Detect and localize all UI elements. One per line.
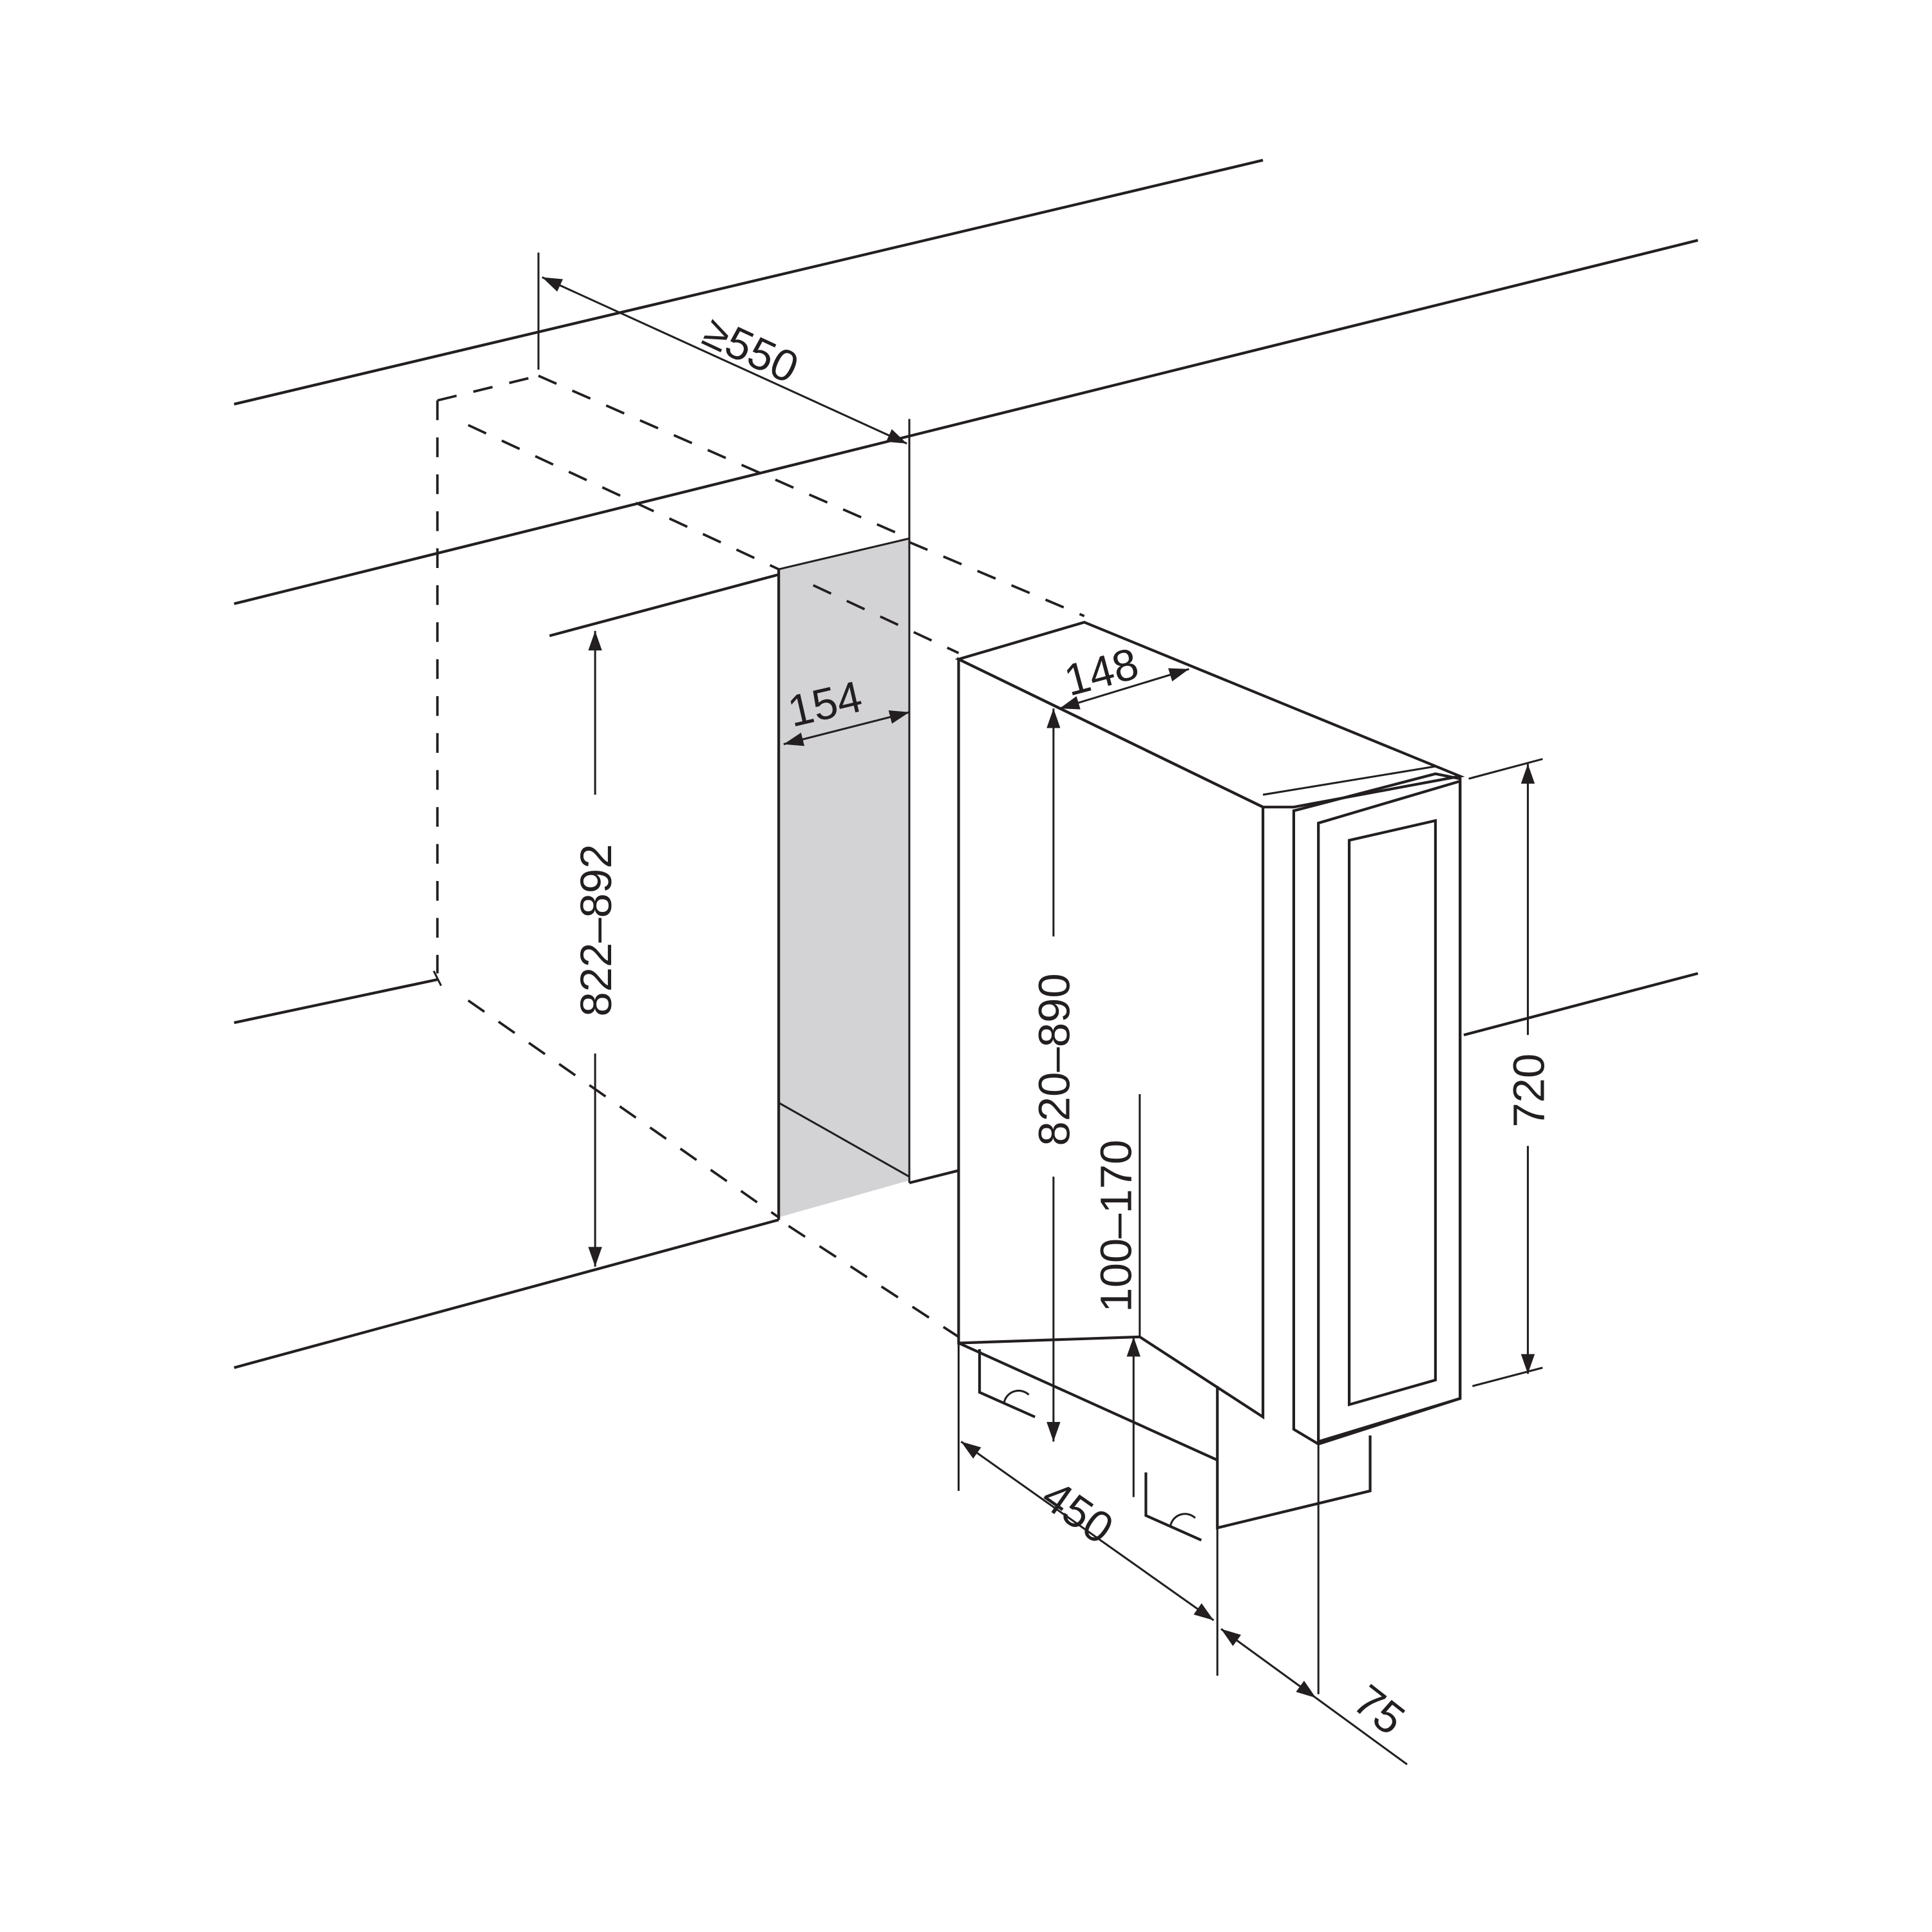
depth-min-label: ≥550 bbox=[696, 307, 806, 393]
plinth bbox=[1216, 1386, 1372, 1530]
hidden-depth-top-2 bbox=[468, 424, 779, 571]
dimension-depth-min: ≥550 bbox=[537, 252, 907, 445]
dimension-appliance-depth: 450 bbox=[957, 1343, 1218, 1676]
cabinet-bottom-left bbox=[233, 1218, 779, 1369]
dimension-arrow bbox=[1059, 668, 1189, 710]
foot-front bbox=[978, 1349, 1036, 1419]
cooler-top-front-edge bbox=[1262, 765, 1436, 796]
door-front bbox=[1317, 779, 1462, 1444]
niche-opening bbox=[777, 419, 911, 1220]
foot-back-curve bbox=[1170, 1513, 1196, 1526]
hidden-lines bbox=[436, 374, 1085, 1338]
hidden-depth-bottom-2 bbox=[788, 1225, 960, 1338]
dimension-appliance-width: 148 bbox=[1059, 638, 1189, 710]
extension-line-top bbox=[1468, 758, 1543, 780]
opening-side-wall bbox=[779, 538, 909, 1218]
dimension-arrow bbox=[960, 1441, 1215, 1622]
dimension-arrow bbox=[542, 276, 907, 445]
dimension-door-height: 720 bbox=[1468, 758, 1553, 1387]
opening-floor-edge bbox=[778, 1102, 910, 1178]
foot-back bbox=[1144, 1472, 1202, 1542]
hidden-depth-mid bbox=[812, 584, 960, 654]
opening-height-label: 822–892 bbox=[571, 844, 621, 1016]
door-depth-label: 75 bbox=[1345, 1675, 1414, 1745]
dimension-opening-height: 822–892 bbox=[571, 630, 621, 1267]
opening-top-back bbox=[778, 537, 910, 571]
cooler-side bbox=[957, 657, 1265, 1420]
dimension-plinth-height: 100–170 bbox=[1091, 1094, 1141, 1497]
foot-front-curve bbox=[1003, 1389, 1030, 1403]
door-height-label: 720 bbox=[1504, 1054, 1553, 1128]
cooler-top bbox=[954, 620, 1465, 809]
dimension-arrow bbox=[1220, 1628, 1317, 1699]
cabinet-left-mid-line bbox=[234, 978, 438, 1025]
extension-line-bottom bbox=[1472, 1367, 1543, 1387]
countertop-front-edge bbox=[234, 239, 1698, 605]
hidden-depth-top-1 bbox=[538, 374, 910, 540]
hidden-depth-top-3 bbox=[909, 541, 1085, 618]
kitchen-cabinet bbox=[233, 158, 1699, 1369]
cabinet-right-mid-line bbox=[1463, 972, 1699, 1037]
appliance-depth-label: 450 bbox=[1033, 1470, 1122, 1553]
dimension-appliance-height: 820–890 bbox=[1030, 708, 1079, 1442]
hidden-top-back bbox=[437, 374, 539, 402]
cabinet-bottom-right bbox=[909, 1169, 960, 1184]
cooler-base-edge bbox=[958, 1341, 1218, 1462]
hidden-depth-bottom-1 bbox=[467, 999, 780, 1218]
dimension-door-depth: 75 bbox=[1220, 1444, 1414, 1766]
appliance-height-label: 820–890 bbox=[1030, 973, 1079, 1146]
dimension-arrow bbox=[783, 710, 910, 746]
cabinet-corner-tick bbox=[433, 970, 442, 987]
appliance-width-label: 148 bbox=[1059, 638, 1144, 705]
door-glass bbox=[1347, 819, 1437, 1406]
plinth-height-label: 100–170 bbox=[1091, 1140, 1141, 1312]
dimension-leader bbox=[1315, 1697, 1408, 1766]
